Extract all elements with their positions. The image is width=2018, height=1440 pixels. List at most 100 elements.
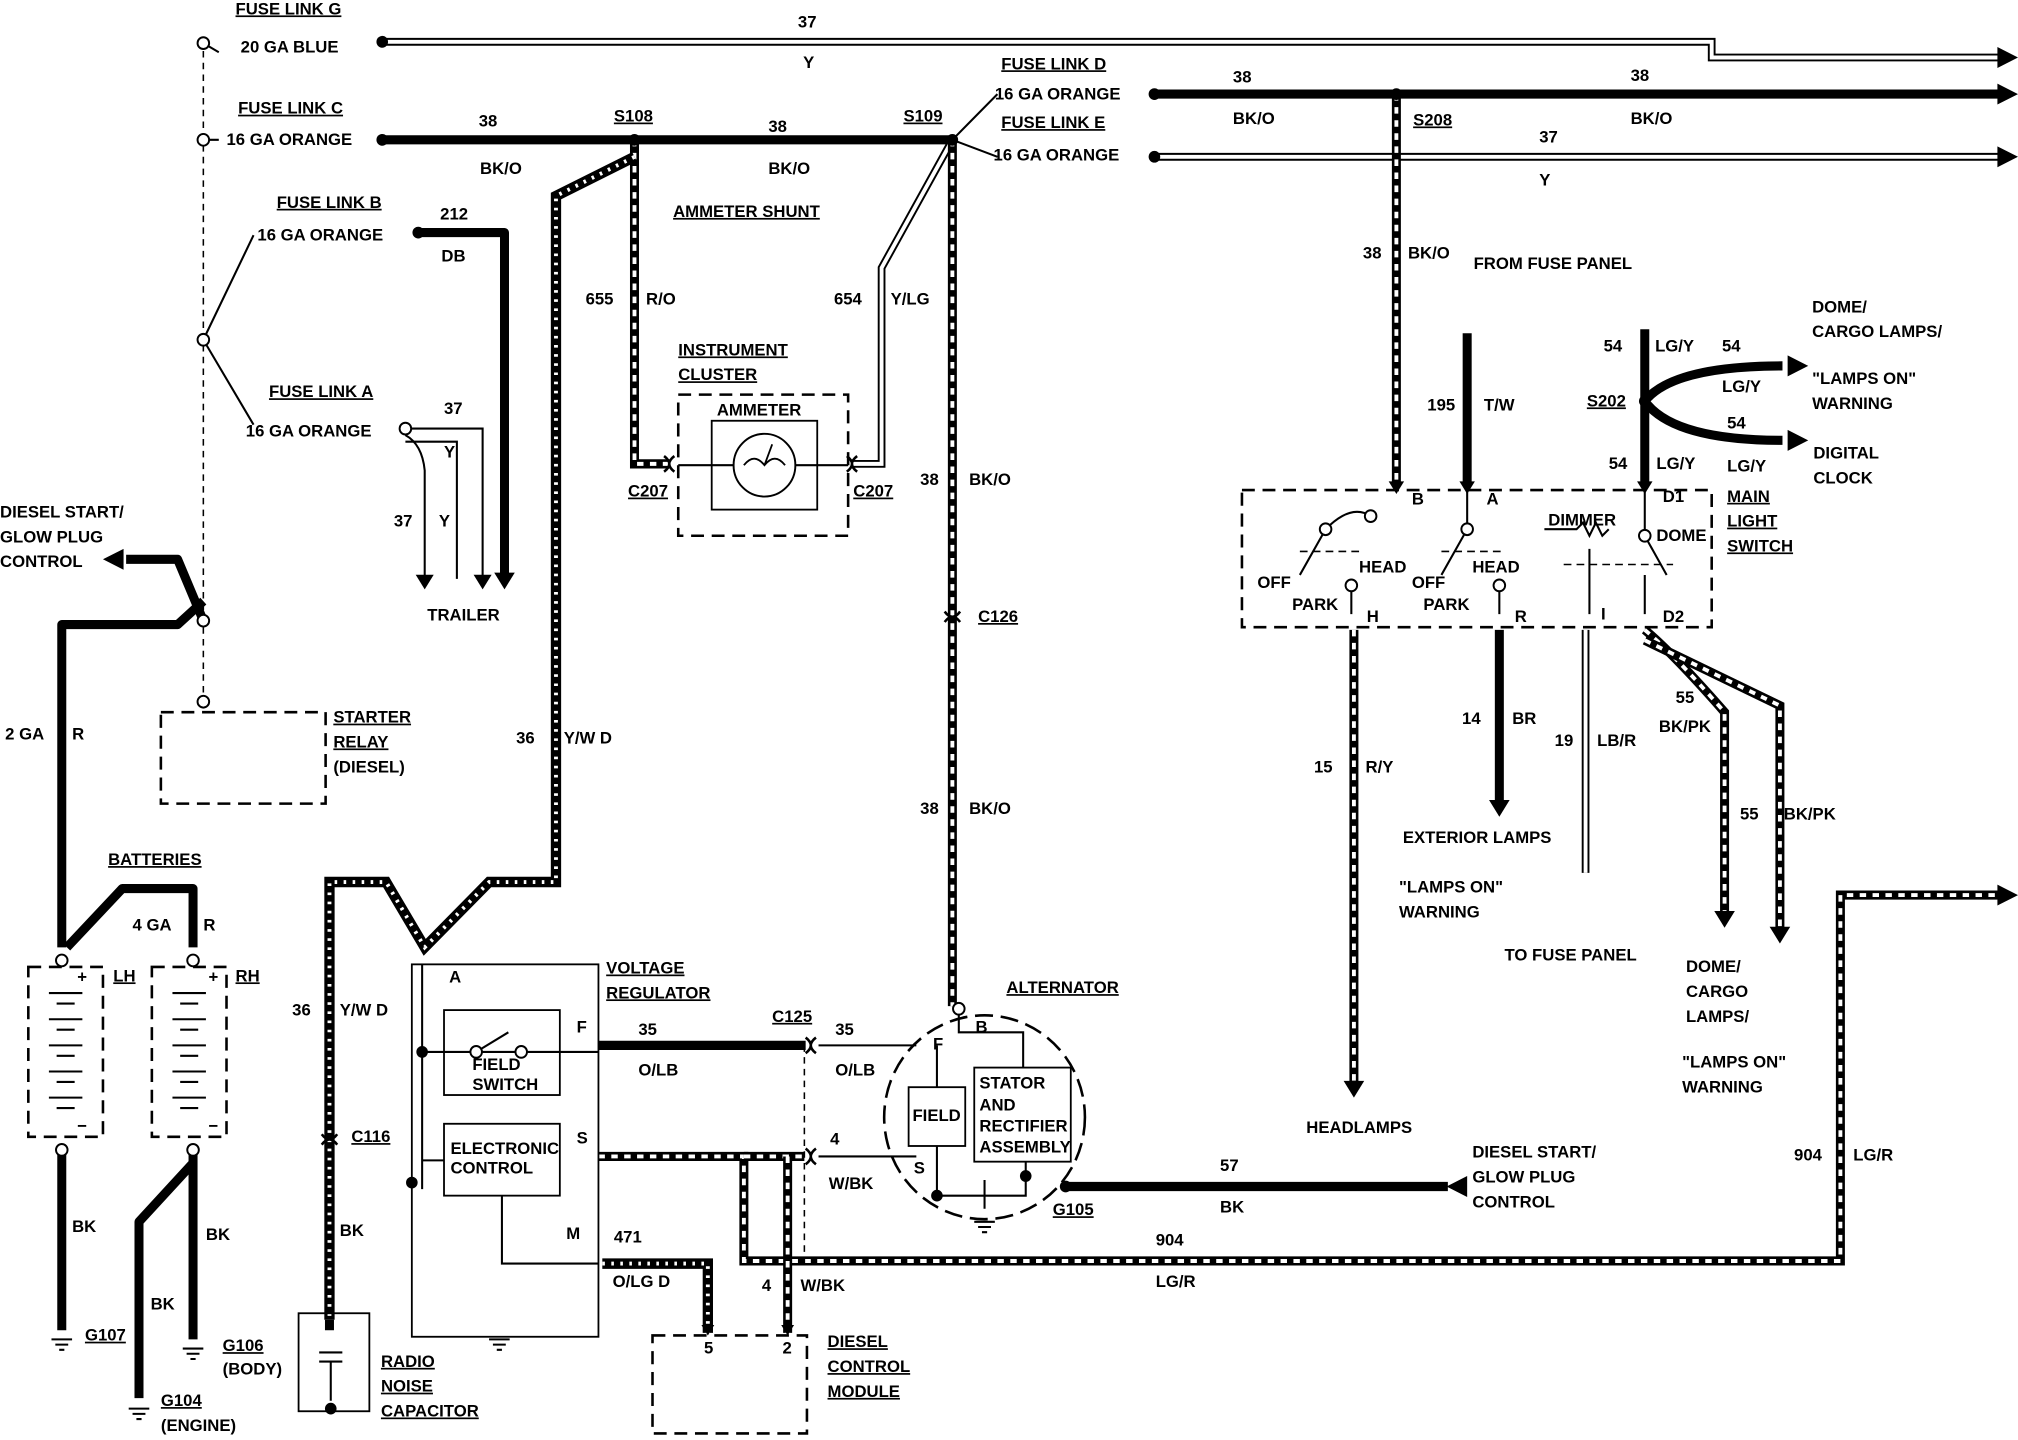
battery-rh-pos <box>186 953 200 968</box>
module-pin-5-arrow <box>701 1325 715 1336</box>
circuit-label-bko-d1: BK/O <box>1233 109 1275 128</box>
destination-to-fuse-panel: TO FUSE PANEL <box>1504 945 1636 964</box>
battery-lh-minus: − <box>77 1117 87 1136</box>
circuit-label-c38-s208: 38 <box>1363 244 1382 263</box>
reg-node-2 <box>406 1176 418 1189</box>
circuit-label-c38-v1: 38 <box>920 470 939 489</box>
wire-904-arrow <box>1997 884 2018 906</box>
reg-terminal-s: S <box>577 1128 588 1147</box>
wire-55-bkpk-b-stripe <box>1643 638 1782 931</box>
batteries-label: BATTERIES <box>108 850 201 869</box>
destination-trailer: TRAILER <box>427 606 499 625</box>
splice-s208-label: S208 <box>1413 110 1452 129</box>
instrument-cluster-label-2: CLUSTER <box>678 365 757 384</box>
fuse-link-b-label: FUSE LINK B <box>277 193 382 212</box>
circuit-label-ylg: Y/LG <box>891 289 930 308</box>
splice-s108 <box>628 133 641 146</box>
switch-contact-3 <box>1344 578 1359 593</box>
capacitor-plates <box>319 1351 343 1401</box>
main-switch-label-2: LIGHT <box>1727 511 1778 530</box>
circuit-label-c55-a: 55 <box>1676 688 1695 707</box>
circuit-label-ywd-b: Y/W D <box>340 1000 388 1019</box>
destination-lamps-on-1: "LAMPS ON" <box>1812 369 1916 388</box>
circuit-label-lgy-d: LG/Y <box>1656 454 1695 473</box>
destination-warning-2: WARNING <box>1399 902 1480 921</box>
wire-4ga-r <box>63 883 198 951</box>
circuit-label-lgy-b: LG/Y <box>1722 377 1761 396</box>
exterior-lamps-arrow <box>1489 799 1510 817</box>
fuse-a-end <box>398 421 413 436</box>
switch-off-1: OFF <box>1257 573 1290 592</box>
wire-654-ylg-core <box>851 138 955 466</box>
diesel-start-right-arrow <box>1446 1176 1468 1197</box>
connector-c207-left <box>663 454 676 473</box>
components <box>27 35 2018 1435</box>
circuit-label-c904-a: 904 <box>1156 1230 1185 1249</box>
battery-rh-cell-2 <box>172 1044 206 1057</box>
circuit-label-c36-b: 36 <box>292 1000 311 1019</box>
fuse-link-c-node <box>196 132 211 147</box>
switch-b-arrow <box>1388 481 1405 494</box>
ground-g104 <box>128 1407 150 1421</box>
module-pin-2-arrow <box>781 1325 795 1336</box>
main-switch-label-3: SWITCH <box>1727 536 1793 555</box>
switch-contact-0 <box>1318 522 1333 537</box>
destination-diesel-start-3: CONTROL <box>0 552 83 571</box>
circuit-label-tw: T/W <box>1484 395 1515 414</box>
wire-37-fuse-g-core <box>382 39 2008 60</box>
circuit-label-bko-v1: BK/O <box>969 470 1011 489</box>
alternator-g105-dot <box>1059 1180 1072 1193</box>
circuit-label-ga2: 2 GA <box>5 724 44 743</box>
fuse-g-end <box>376 35 389 48</box>
splice-s202 <box>1638 395 1651 408</box>
switch-d1-arrow <box>1637 481 1653 494</box>
circuit-label-c654: 654 <box>834 289 863 308</box>
splice-s109-label: S109 <box>903 106 942 125</box>
ammeter-needle <box>743 443 786 467</box>
circuit-label-c38-v2: 38 <box>920 799 939 818</box>
splice-s108-label: S108 <box>614 106 653 125</box>
circuit-label-bk-57: BK <box>1220 1198 1244 1217</box>
circuit-label-c37-top: 37 <box>798 12 817 31</box>
fuse-link-a-label: FUSE LINK A <box>269 382 373 401</box>
fuse-link-c-label: FUSE LINK C <box>238 99 343 118</box>
battery-rh-cell-0 <box>172 992 206 1005</box>
diesel-module-label-2: CONTROL <box>828 1357 911 1376</box>
circuit-label-y-e: Y <box>1539 170 1550 189</box>
battery-rh-label: RH <box>236 966 260 985</box>
circuit-label-bk-rh: BK <box>206 1225 230 1244</box>
module-pin-2: 2 <box>782 1339 791 1358</box>
circuit-label-c471: 471 <box>614 1228 642 1247</box>
stator-label-2: AND <box>979 1096 1015 1115</box>
switch-contact-1 <box>1363 509 1378 524</box>
battery-rh-cell-3 <box>172 1070 206 1084</box>
circuit-label-y-top: Y <box>803 53 814 72</box>
fuse-e-arrow <box>1997 146 2018 168</box>
circuit-label-db: DB <box>441 246 465 265</box>
connector-c126-label: C126 <box>978 607 1018 626</box>
ground-g106-note: (BODY) <box>223 1360 282 1379</box>
battery-lh-cell-1 <box>48 1018 83 1031</box>
circuit-label-y-a1: Y <box>444 442 455 461</box>
reg-terminal-f: F <box>577 1017 587 1036</box>
circuit-label-c19: 19 <box>1555 731 1574 750</box>
destination-exterior-lamps: EXTERIOR LAMPS <box>1403 828 1552 847</box>
circuit-label-ro: R/O <box>646 289 676 308</box>
switch-contact-5 <box>1638 528 1652 543</box>
alternator-b-terminal <box>952 1001 966 1016</box>
circuit-label-lgy-c: LG/Y <box>1727 457 1766 476</box>
battery-lh-pos <box>55 953 69 968</box>
circuit-label-c36-a: 36 <box>516 728 535 747</box>
switch-park-2: PARK <box>1423 595 1469 614</box>
radio-capacitor-label-3: CAPACITOR <box>381 1401 479 1420</box>
circuit-label-olb-b: O/LB <box>835 1060 875 1079</box>
dimmer-label: DIMMER <box>1548 510 1616 529</box>
circuit-label-c35-b: 35 <box>835 1020 854 1039</box>
destination-from-fuse-panel: FROM FUSE PANEL <box>1474 254 1632 273</box>
starter-relay-box <box>159 710 327 805</box>
circuit-label-c38-d1: 38 <box>1233 67 1252 86</box>
fuse-link-c-gauge: 16 GA ORANGE <box>227 130 353 149</box>
trailer-arrow-3 <box>494 572 515 590</box>
ground-g106-label: G106 <box>223 1336 264 1355</box>
